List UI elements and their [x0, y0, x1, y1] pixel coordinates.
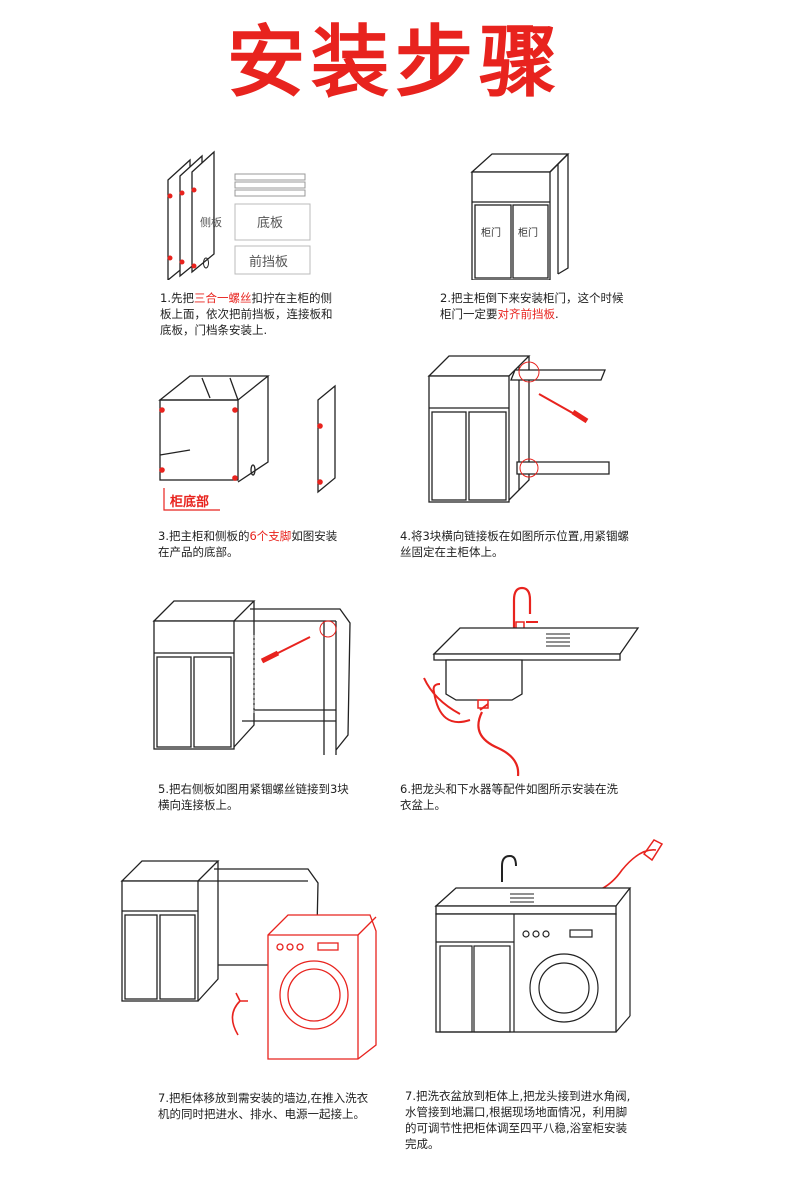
caption-highlight: 6个支脚	[249, 529, 292, 543]
caption-text: 1.先把	[160, 291, 194, 305]
caption-text: 2.把主柜倒下来安装柜门，这个时候柜门一定要	[440, 291, 624, 321]
step-3-illustration: 柜底部	[158, 375, 336, 511]
step-7-right-caption: 7.把洗衣盆放到柜体上,把龙头接到进水角阀,水管接到地漏口,根据现场地面情况，利…	[405, 1088, 637, 1152]
caption-text: 扣拧在主柜的侧板上面，依次把前挡板，连接板和底板，门档条安装上.	[160, 291, 333, 337]
label-cabinet-bottom: 柜底部	[169, 494, 209, 510]
caption-text: 7.把柜体移放到需安装的墙边,在推入洗衣机的同时把进水、排水、电源一起接上。	[158, 1091, 369, 1121]
step-2-illustration: 柜门 柜门	[470, 153, 570, 280]
caption-text: 4.将3块横向链接板在如图所示位置,用紧锢螺丝固定在主柜体上。	[400, 529, 629, 559]
step-4-caption: 4.将3块横向链接板在如图所示位置,用紧锢螺丝固定在主柜体上。	[400, 528, 640, 560]
step-7-left-caption: 7.把柜体移放到需安装的墙边,在推入洗衣机的同时把进水、排水、电源一起接上。	[158, 1090, 373, 1122]
step-7-right-illustration	[434, 839, 664, 1033]
caption-text: 7.把洗衣盆放到柜体上,把龙头接到进水角阀,水管接到地漏口,根据现场地面情况，利…	[405, 1089, 631, 1151]
label-door-left: 柜门	[481, 226, 501, 239]
step-2-caption: 2.把主柜倒下来安装柜门，这个时候柜门一定要对齐前挡板.	[440, 290, 630, 322]
step-6-illustration	[423, 586, 640, 777]
step-3-caption: 3.把主柜和侧板的6个支脚如图安装在产品的底部。	[158, 528, 348, 560]
bottom-panel-shape	[234, 203, 311, 241]
page-title: 安装步骤	[226, 18, 563, 108]
caption-text: 3.把主柜和侧板的	[158, 529, 250, 543]
caption-text: 5.把右侧板如图用紧锢螺丝链接到3块横向连接板上。	[158, 782, 349, 812]
step-7-left-illustration	[120, 860, 377, 1060]
step-1-illustration: 侧板 底板 前挡板	[167, 150, 311, 280]
label-side-panel: 侧板	[200, 215, 222, 229]
caption-highlight: 对齐前挡板	[497, 307, 556, 321]
front-panel-shape	[234, 245, 311, 275]
caption-text: 6.把龙头和下水器等配件如图所示安装在洗衣盆上。	[400, 782, 618, 812]
step-5-illustration	[152, 600, 351, 755]
caption-text: 如图安装在产品的底部。	[158, 529, 338, 559]
caption-highlight: 三合一螺丝	[193, 291, 252, 305]
step-5-caption: 5.把右侧板如图用紧锢螺丝链接到3块横向连接板上。	[158, 781, 358, 813]
label-front-panel: 前挡板	[249, 254, 288, 270]
step-1-caption: 1.先把三合一螺丝扣拧在主柜的侧板上面，依次把前挡板，连接板和底板，门档条安装上…	[160, 290, 340, 338]
label-bottom-panel: 底板	[257, 215, 283, 231]
step-6-caption: 6.把龙头和下水器等配件如图所示安装在洗衣盆上。	[400, 781, 620, 813]
step-4-illustration	[427, 355, 610, 503]
label-door-right: 柜门	[518, 226, 538, 239]
caption-text: .	[555, 307, 559, 321]
